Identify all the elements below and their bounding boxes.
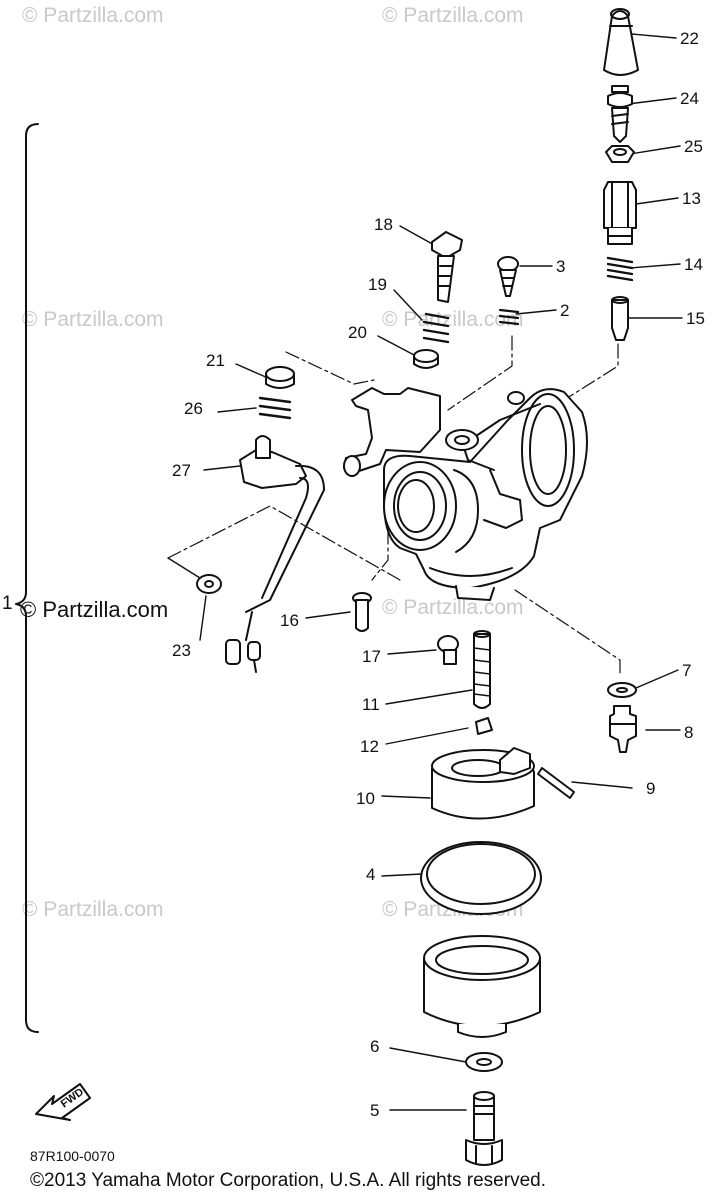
part-13-plunger-body xyxy=(603,181,637,245)
callout-15: 15 xyxy=(686,309,705,328)
part-float-bowl xyxy=(423,935,541,1038)
part-18-screw xyxy=(431,231,463,303)
part-15-plunger xyxy=(611,296,629,341)
part-23-washer xyxy=(196,574,222,594)
watermark: © Partzilla.com xyxy=(22,308,164,331)
callout-1: 1 xyxy=(2,593,13,614)
callout-3: 3 xyxy=(556,257,566,276)
part-26-spring xyxy=(258,396,292,420)
part-20-collar xyxy=(413,349,439,369)
watermark: © Partzilla.com xyxy=(22,898,164,921)
callout-27: 27 xyxy=(172,461,191,480)
assembly-bracket xyxy=(15,123,39,1033)
callout-7: 7 xyxy=(682,661,692,680)
watermark: © Partzilla.com xyxy=(382,4,524,27)
part-10-float xyxy=(431,747,535,820)
callout-13: 13 xyxy=(682,189,701,208)
assembly-watermark: © Partzilla.com xyxy=(20,597,169,622)
watermark: © Partzilla.com xyxy=(382,596,524,619)
part-16-jet xyxy=(352,592,372,632)
callout-22: 22 xyxy=(680,29,699,48)
fwd-arrow-icon: FWD xyxy=(35,1083,91,1121)
part-19-spring xyxy=(422,312,450,344)
part-carburetor-body xyxy=(343,387,588,601)
part-4-gasket xyxy=(420,841,542,915)
part-8-needle-valve xyxy=(609,705,637,753)
callout-17: 17 xyxy=(362,647,381,666)
callout-18: 18 xyxy=(374,215,393,234)
callout-23: 23 xyxy=(172,641,191,660)
part-27-starter-plunger xyxy=(225,435,325,673)
callout-21: 21 xyxy=(206,351,225,370)
watermark: © Partzilla.com xyxy=(382,308,524,331)
callout-14: 14 xyxy=(684,255,703,274)
part-7-washer xyxy=(607,682,637,698)
callout-26: 26 xyxy=(184,399,203,418)
callout-12: 12 xyxy=(360,737,379,756)
callout-8: 8 xyxy=(684,723,694,742)
callout-4: 4 xyxy=(366,865,376,884)
callout-16: 16 xyxy=(280,611,299,630)
callout-11: 11 xyxy=(362,695,380,714)
part-6-washer xyxy=(465,1052,503,1072)
part-17-screw xyxy=(437,635,459,665)
callout-25: 25 xyxy=(684,137,703,156)
part-11-needle-jet xyxy=(473,630,491,709)
callout-5: 5 xyxy=(370,1101,380,1120)
callout-2: 2 xyxy=(560,301,570,320)
part-5-drain-bolt xyxy=(465,1091,503,1166)
callout-20: 20 xyxy=(348,323,367,342)
part-24-screw xyxy=(607,85,633,143)
leader-lines xyxy=(199,33,683,1111)
callout-6: 6 xyxy=(370,1037,380,1056)
part-2-spring xyxy=(498,308,520,326)
part-21-nut xyxy=(265,366,295,389)
leader-lines-23 xyxy=(167,557,201,579)
part-9-pin xyxy=(537,767,575,799)
part-14-spring xyxy=(606,256,634,282)
callout-10: 10 xyxy=(356,789,375,808)
watermark: © Partzilla.com xyxy=(22,4,164,27)
callout-24: 24 xyxy=(680,89,699,108)
part-3-screw xyxy=(497,256,519,297)
part-25-nut xyxy=(605,145,635,163)
copyright-notice: ©2013 Yamaha Motor Corporation, U.S.A. A… xyxy=(30,1170,546,1191)
callout-9: 9 xyxy=(646,779,656,798)
part-12-main-jet xyxy=(475,717,493,735)
part-22-cap xyxy=(603,8,639,76)
callout-19: 19 xyxy=(368,275,387,294)
diagram-code: 87R100-0070 xyxy=(30,1148,115,1164)
